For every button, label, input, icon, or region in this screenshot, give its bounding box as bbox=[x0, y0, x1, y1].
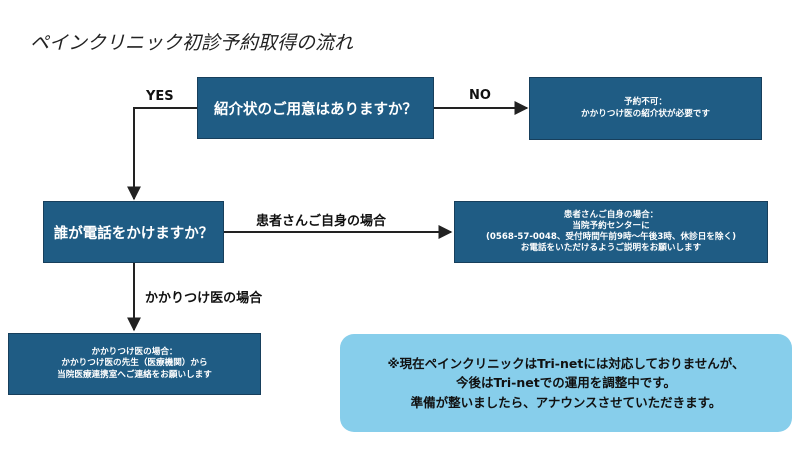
no-result-box: 予約不可： かかりつけ医の紹介状が必要です bbox=[529, 77, 762, 140]
notice-line-3: 準備が整いましたら、アナウンスさせていただきます。 bbox=[410, 394, 722, 410]
patient-label: 患者さんご自身の場合 bbox=[256, 214, 387, 229]
doctor-label: かかりつけ医の場合 bbox=[145, 291, 263, 306]
doctor-result-line-2: かかりつけ医の先生（医療機関）から bbox=[61, 358, 208, 369]
notice-line-2: 今後はTri-netでの運用を調整中です。 bbox=[456, 375, 676, 391]
patient-result-box: 患者さんご自身の場合： 当院予約センターに (0568-57-0048、受付時間… bbox=[454, 201, 768, 263]
doctor-result-line-1: かかりつけ医の場合： bbox=[91, 347, 178, 358]
yes-label: YES bbox=[146, 89, 174, 104]
patient-result-line-3: (0568-57-0048、受付時間午前9時～午後3時、休診日を除く) bbox=[485, 232, 737, 242]
arrow-yes bbox=[127, 107, 197, 201]
referral-question-box: 紹介状のご用意はありますか？ bbox=[197, 77, 434, 139]
doctor-result-box: かかりつけ医の場合： かかりつけ医の先生（医療機関）から 当院医療連携室へご連絡… bbox=[8, 333, 261, 395]
doctor-result-line-3: 当院医療連携室へご連絡をお願いします bbox=[57, 369, 212, 380]
patient-result-line-1: 患者さんご自身の場合： bbox=[563, 209, 659, 220]
patient-result-line-2: 当院予約センターに bbox=[572, 220, 650, 231]
page-title: ペインクリニック初診予約取得の流れ bbox=[30, 32, 354, 54]
no-label: NO bbox=[469, 88, 491, 103]
caller-question-box: 誰が電話をかけますか？ bbox=[43, 201, 224, 263]
no-result-line-2: かかりつけ医の紹介状が必要です bbox=[581, 108, 710, 119]
no-result-line-1: 予約不可： bbox=[624, 97, 667, 108]
tri-net-notice: ※現在ペインクリニックはTri-netには対応しておりませんが、 今後はTri-… bbox=[340, 334, 792, 432]
notice-line-1: ※現在ペインクリニックはTri-netには対応しておりませんが、 bbox=[387, 355, 745, 371]
patient-result-line-4: お電話をいただけるようご説明をお願いします bbox=[520, 243, 702, 254]
